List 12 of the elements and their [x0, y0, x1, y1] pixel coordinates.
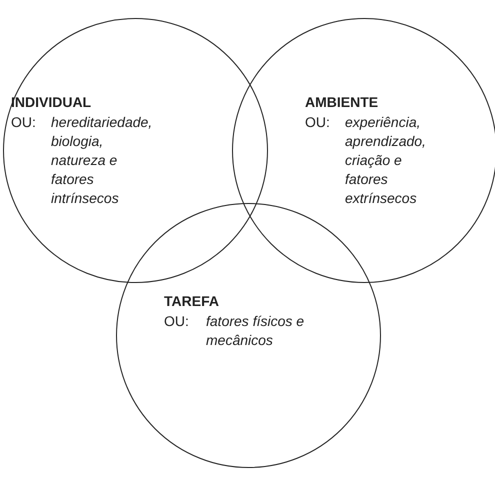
circle-description: hereditariedade, biologia, natureza e fatores intrínsecos [51, 113, 154, 208]
circle-prefix: OU: [164, 312, 190, 331]
circle-heading: TAREFA [164, 292, 220, 311]
circle-description: experiência, aprendizado, criação e fatores extrínsecos [345, 113, 427, 208]
circle-prefix: OU: [11, 113, 37, 132]
venn-circle [232, 18, 495, 283]
circle-prefix: OU: [305, 113, 331, 132]
circle-heading: INDIVIDUAL [11, 93, 92, 112]
circle-heading: AMBIENTE [305, 93, 380, 112]
venn-circle [3, 18, 268, 283]
circle-description: fatores físicos e mecânicos [206, 312, 306, 350]
venn-circle [116, 203, 381, 468]
